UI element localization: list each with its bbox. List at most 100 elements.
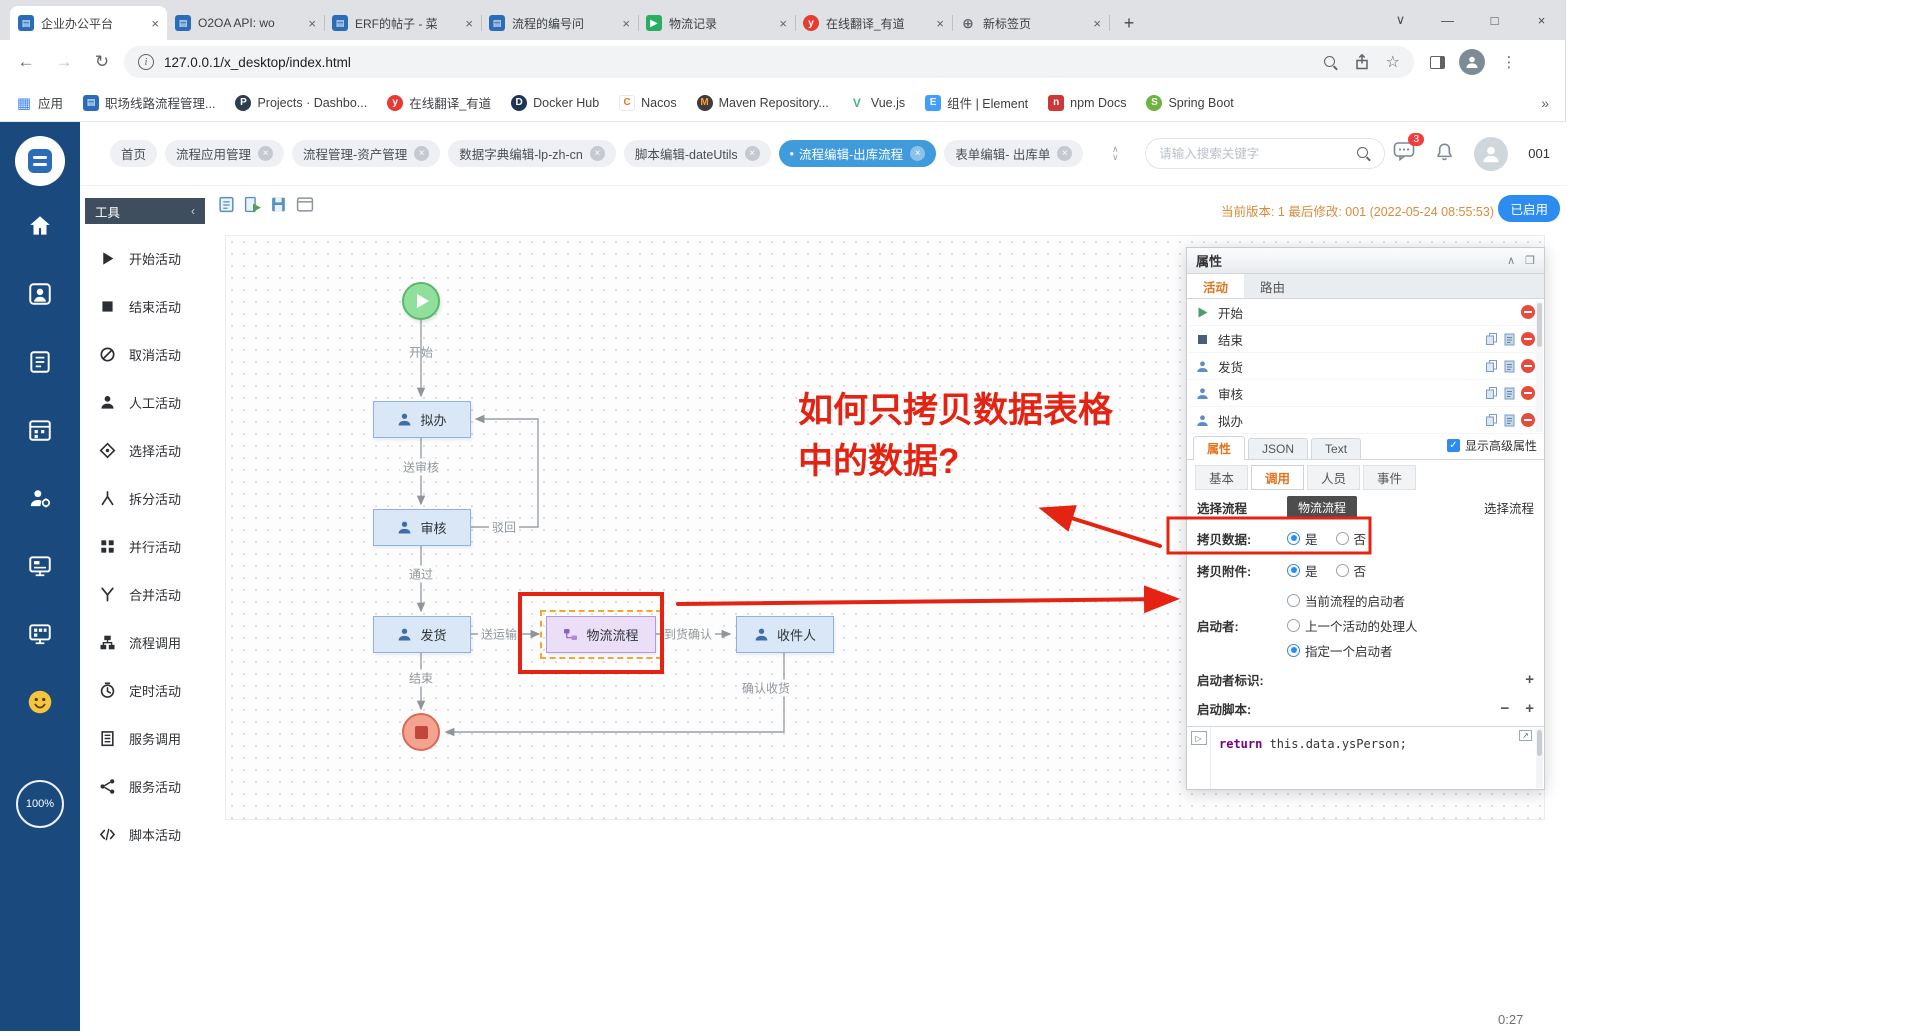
paste-icon[interactable] xyxy=(1503,359,1516,373)
collapse-left-icon[interactable]: ‹ xyxy=(191,204,195,218)
home-icon[interactable] xyxy=(0,192,80,260)
chip-close-icon[interactable]: × xyxy=(258,146,274,161)
copy-data-no-radio[interactable] xyxy=(1335,531,1349,545)
paste-icon[interactable] xyxy=(1503,386,1516,400)
delete-activity-icon[interactable] xyxy=(1521,386,1535,400)
tab-close-icon[interactable]: × xyxy=(465,15,473,31)
tool-timer-activity[interactable]: 定时活动 xyxy=(85,666,205,714)
zoom-level-badge[interactable]: 100% xyxy=(16,780,64,828)
maximize-editor-icon[interactable]: ↗ xyxy=(1519,730,1532,741)
tool-cancel-activity[interactable]: 取消活动 xyxy=(85,330,205,378)
tool-choice-activity[interactable]: 选择活动 xyxy=(85,426,205,474)
view-tab-json[interactable]: JSON xyxy=(1248,438,1309,459)
tool-end-activity[interactable]: 结束活动 xyxy=(85,282,205,330)
browser-tab[interactable]: ▤ 流程的编号问 × xyxy=(481,6,639,40)
view-tab-properties[interactable]: 属性 xyxy=(1193,436,1246,460)
panel-popout-icon[interactable]: ❐ xyxy=(1525,255,1535,267)
tool-manual-activity[interactable]: 人工活动 xyxy=(85,378,205,426)
calendar-icon[interactable] xyxy=(0,396,80,464)
minimize-button[interactable]: — xyxy=(1441,12,1454,28)
new-tab-button[interactable]: + xyxy=(1123,12,1135,33)
view-tab-text[interactable]: Text xyxy=(1311,438,1362,459)
browser-tab-active[interactable]: ▤ 企业办公平台 × xyxy=(10,6,167,40)
messages-button[interactable]: 3 xyxy=(1393,133,1425,166)
notebook-icon[interactable] xyxy=(0,328,80,396)
preview-icon[interactable] xyxy=(296,196,314,213)
add-starter-id-icon[interactable]: + xyxy=(1525,670,1534,688)
paste-icon[interactable] xyxy=(1503,332,1516,346)
zoom-icon[interactable] xyxy=(1323,55,1338,70)
page-chip[interactable]: 流程应用管理× xyxy=(165,140,285,167)
side-panel-icon[interactable] xyxy=(1430,55,1445,69)
activity-row[interactable]: 结束 xyxy=(1187,326,1544,353)
tool-parallel-activity[interactable]: 并行活动 xyxy=(85,522,205,570)
tool-service-activity[interactable]: 服务活动 xyxy=(85,762,205,810)
chip-close-icon[interactable]: × xyxy=(1057,146,1073,161)
copy-icon[interactable] xyxy=(1485,386,1498,400)
chip-close-icon[interactable]: × xyxy=(744,146,760,161)
copy-icon[interactable] xyxy=(1485,332,1498,346)
browser-tab[interactable]: ⊕ 新标签页 × xyxy=(952,6,1110,40)
remove-script-icon[interactable]: − xyxy=(1500,699,1510,717)
chip-close-icon[interactable]: × xyxy=(414,146,430,161)
user-avatar[interactable] xyxy=(1474,136,1509,171)
enabled-status-button[interactable]: 已启用 xyxy=(1498,195,1560,222)
script-editor[interactable]: ▷ return this.data.ysPerson; ↗ xyxy=(1187,726,1544,789)
node-logistics-subprocess[interactable]: 物流流程 xyxy=(540,610,662,659)
page-chip-active[interactable]: 流程编辑-出库流程× xyxy=(778,140,937,167)
page-chip[interactable]: 脚本编辑-dateUtils× xyxy=(623,140,771,167)
node-recipient[interactable]: 收件人 xyxy=(736,616,834,653)
run-process-icon[interactable] xyxy=(244,196,262,213)
share-icon[interactable] xyxy=(1354,54,1370,70)
copy-attachment-yes-radio[interactable] xyxy=(1287,563,1300,577)
copy-attachment-no-radio[interactable] xyxy=(1335,563,1349,577)
browser-tab[interactable]: ▶ 物流记录 × xyxy=(638,6,796,40)
browser-tab[interactable]: y 在线翻译_有道 × xyxy=(795,6,953,40)
activity-row[interactable]: 拟办 xyxy=(1187,407,1544,434)
back-icon[interactable]: ← xyxy=(17,52,35,71)
chips-scroll-toggle[interactable]: ∧∨ xyxy=(1112,143,1119,162)
tab-routes[interactable]: 路由 xyxy=(1244,274,1301,298)
admin-icon[interactable] xyxy=(0,464,80,532)
tool-split-activity[interactable]: 拆分活动 xyxy=(85,474,205,522)
page-chip[interactable]: 表单编辑- 出库单× xyxy=(944,140,1084,167)
activity-row[interactable]: 发货 xyxy=(1187,353,1544,380)
bookmark-apps[interactable]: ▦应用 xyxy=(16,93,63,112)
starter-previous-radio[interactable] xyxy=(1287,618,1300,632)
tool-script-activity[interactable]: 脚本活动 xyxy=(85,810,205,858)
browser-tab[interactable]: ▤ O2OA API: wo × xyxy=(167,6,325,40)
tab-close-icon[interactable]: × xyxy=(1093,15,1101,31)
select-process-button[interactable]: 选择流程 xyxy=(1483,501,1534,516)
search-input[interactable] xyxy=(1159,146,1357,161)
copy-data-yes-radio[interactable] xyxy=(1287,531,1300,545)
script-scrollbar[interactable] xyxy=(1536,728,1543,788)
menu-kebab-icon[interactable]: ⋮ xyxy=(1501,54,1517,71)
o2oa-logo[interactable] xyxy=(15,136,65,186)
page-chip[interactable]: 流程管理-资产管理× xyxy=(292,140,441,167)
delete-activity-icon[interactable] xyxy=(1521,359,1535,373)
run-script-icon[interactable]: ▷ xyxy=(1190,731,1207,745)
advanced-properties-toggle[interactable]: ✓ 显示高级属性 xyxy=(1446,437,1537,454)
delete-activity-icon[interactable] xyxy=(1521,305,1535,319)
activity-row[interactable]: 开始 xyxy=(1187,299,1544,326)
bookmark-star-icon[interactable]: ☆ xyxy=(1385,54,1400,71)
section-tab-people[interactable]: 人员 xyxy=(1307,465,1361,490)
reload-icon[interactable]: ↻ xyxy=(94,52,110,71)
add-script-icon[interactable]: + xyxy=(1525,699,1534,717)
tool-subprocess-call[interactable]: 流程调用 xyxy=(85,618,205,666)
page-chip-home[interactable]: 首页 xyxy=(110,140,158,167)
screen-apps-icon[interactable] xyxy=(0,600,80,668)
script-code[interactable]: return this.data.ysPerson; xyxy=(1211,727,1544,789)
paste-icon[interactable] xyxy=(1503,413,1516,427)
tool-merge-activity[interactable]: 合并活动 xyxy=(85,570,205,618)
tab-search-icon[interactable]: ∨ xyxy=(1395,12,1406,27)
bookmarks-overflow-icon[interactable]: » xyxy=(1541,94,1549,111)
delete-activity-icon[interactable] xyxy=(1521,413,1535,427)
tab-close-icon[interactable]: × xyxy=(936,15,944,31)
search-icon[interactable] xyxy=(1356,146,1371,161)
